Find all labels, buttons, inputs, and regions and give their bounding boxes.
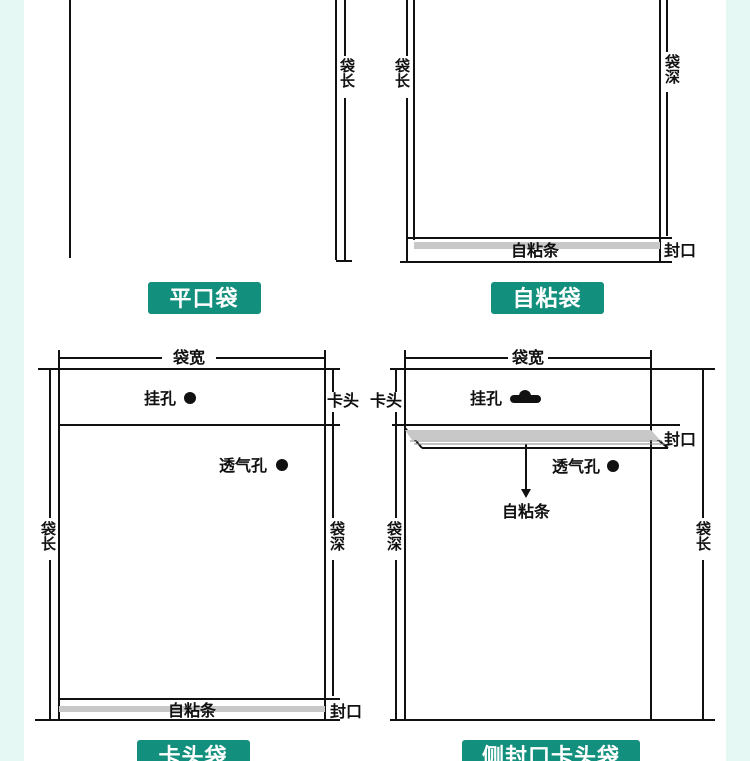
label-bag-depth-2: 袋深	[328, 520, 346, 552]
title-card-head-bag: 卡头袋	[158, 744, 227, 761]
label-bag-depth-3: 袋深	[385, 520, 403, 552]
adhesive-strip	[414, 242, 660, 249]
pill-flat-bag: 平口袋	[148, 282, 261, 314]
label-bag-length-4: 袋长	[694, 520, 712, 552]
label-bag-depth-1: 袋深	[663, 53, 681, 85]
side-seal-adhesive-strip	[405, 430, 660, 440]
flat-bag-outline	[69, 0, 352, 262]
arrow-down-icon	[521, 489, 531, 498]
label-adhesive-strip-2: 自粘条	[168, 701, 217, 720]
label-hang-hole-2: 挂孔	[470, 389, 502, 408]
label-adhesive-strip-1: 自粘条	[511, 241, 560, 260]
pill-card-head-bag: 卡头袋	[137, 740, 250, 761]
title-adhesive-bag: 自粘袋	[512, 286, 581, 312]
pill-adhesive-bag: 自粘袋	[491, 282, 604, 314]
hang-hole-dot-icon	[184, 392, 196, 404]
label-vent-hole-1: 透气孔	[219, 456, 267, 475]
label-seal-1: 封口	[664, 241, 696, 260]
adhesive-bag-outline	[400, 0, 672, 263]
label-vent-hole-2: 透气孔	[552, 457, 600, 476]
card-head-adhesive-strip	[59, 706, 325, 712]
card-head-bag-outline	[35, 350, 340, 721]
diagram-panel	[24, 0, 726, 761]
label-bag-length-3: 袋长	[39, 520, 57, 552]
vent-hole-dot-icon	[276, 459, 288, 471]
label-bag-width-1: 袋宽	[172, 348, 205, 367]
label-seal-2: 封口	[330, 702, 362, 721]
label-bag-length-2: 袋长	[393, 57, 411, 89]
hang-hole-slot-icon	[510, 390, 541, 403]
title-flat-bag: 平口袋	[169, 286, 238, 312]
label-hang-hole-1: 挂孔	[144, 389, 176, 408]
vent-hole-dot-icon-2	[607, 460, 619, 472]
pill-side-seal-bag: 侧封口卡头袋	[462, 740, 640, 761]
label-adhesive-strip-3: 自粘条	[502, 502, 551, 521]
title-side-seal-bag: 侧封口卡头袋	[482, 744, 620, 761]
side-seal-bag-outline	[390, 350, 715, 721]
label-bag-width-2: 袋宽	[511, 348, 544, 367]
label-bag-length-1: 袋长	[338, 57, 356, 89]
label-card-head-2: 卡头	[370, 391, 402, 410]
label-seal-3: 封口	[664, 430, 696, 449]
label-card-head-1: 卡头	[327, 391, 359, 410]
